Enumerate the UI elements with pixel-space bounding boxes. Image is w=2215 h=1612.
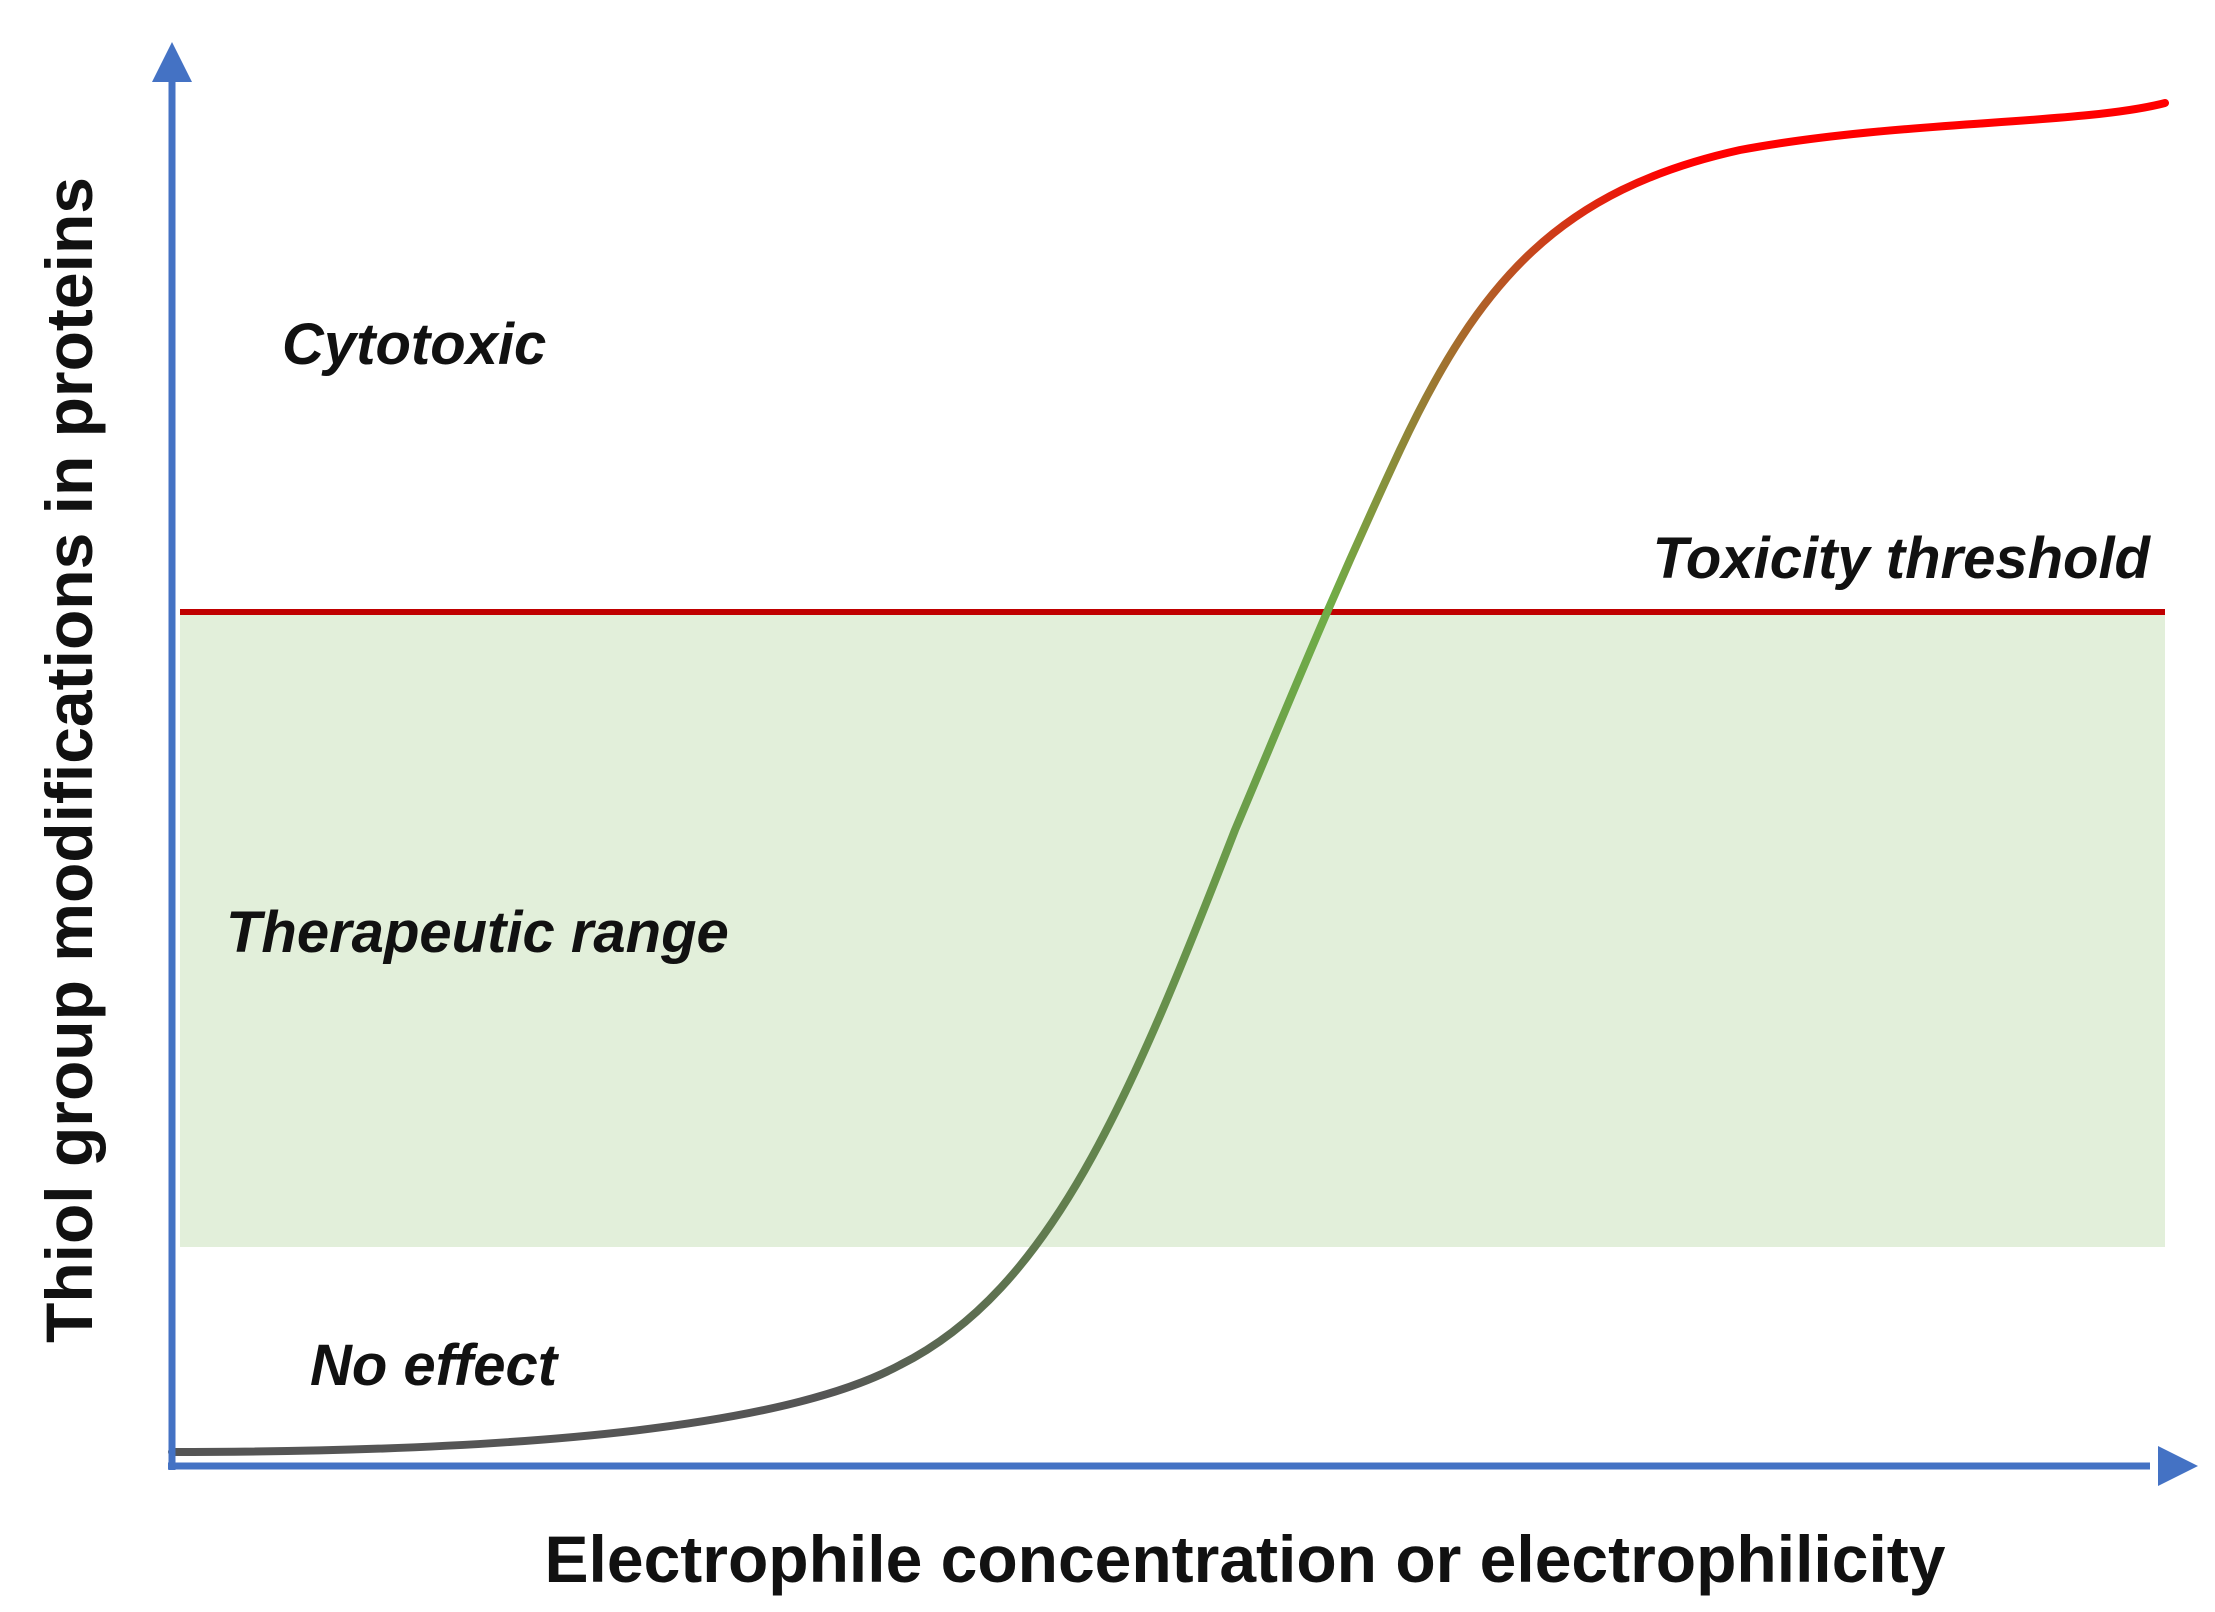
toxicity-threshold-label: Toxicity threshold — [1653, 526, 2152, 591]
x-axis-arrowhead — [2158, 1446, 2198, 1486]
y-axis-label: Thiol group modifications in proteins — [32, 177, 106, 1343]
y-axis-arrowhead — [152, 42, 192, 82]
no-effect-label: No effect — [310, 1333, 560, 1398]
response-curve — [168, 99, 2169, 1456]
cytotoxic-label: Cytotoxic — [282, 312, 546, 377]
x-axis-label: Electrophile concentration or electrophi… — [545, 1522, 1946, 1596]
therapeutic-range-band — [180, 612, 2165, 1247]
therapeutic-range-label: Therapeutic range — [226, 900, 729, 965]
